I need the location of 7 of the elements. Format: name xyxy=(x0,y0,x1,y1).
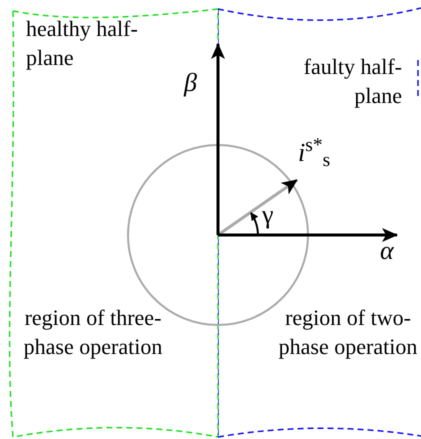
region-label: region of three-phase operation xyxy=(22,304,164,361)
region-label: region of two-phase operation xyxy=(278,304,418,361)
region-label: faulty half-plane xyxy=(302,53,402,110)
axis-label: β xyxy=(184,70,197,96)
angle-label: γ xyxy=(262,202,274,228)
region-label: healthy half-plane xyxy=(26,15,139,72)
axis-label: α xyxy=(380,238,394,264)
